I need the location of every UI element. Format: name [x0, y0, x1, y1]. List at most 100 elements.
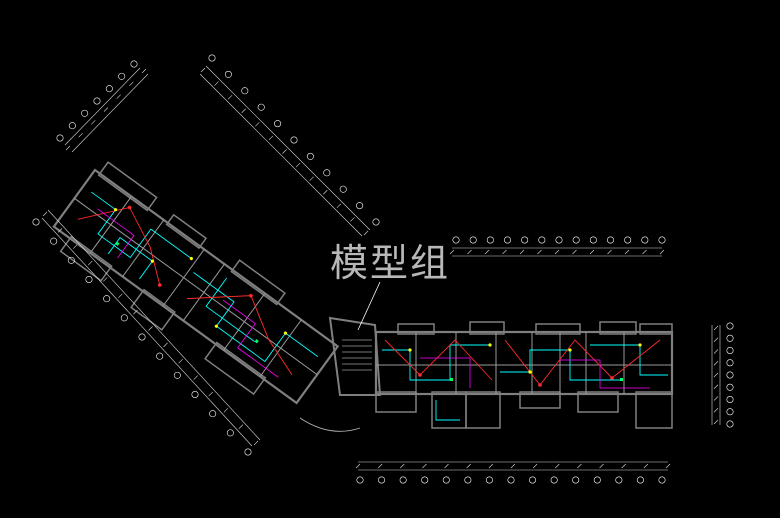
grid-bubble	[555, 236, 563, 244]
dimension-tick	[589, 249, 595, 255]
grid-bubble	[452, 236, 460, 244]
dimension-tick	[713, 419, 719, 425]
dimension-tick	[57, 228, 63, 233]
grid-bubble	[306, 152, 314, 160]
dimension-tick	[621, 463, 626, 469]
stair-core	[299, 281, 382, 432]
grid-bubble	[81, 109, 89, 117]
grid-bubble	[105, 85, 113, 93]
grid-bubble	[244, 448, 252, 456]
grid-bubble	[550, 476, 558, 484]
dimension-tick	[295, 162, 301, 168]
dimension-tick	[129, 81, 134, 87]
grid-bubble	[241, 87, 249, 95]
grid-bubble	[658, 476, 666, 484]
grid-bubble	[226, 429, 234, 437]
dimension-tick	[449, 249, 455, 255]
dimension-tick	[572, 249, 577, 255]
grid-bubble	[726, 346, 734, 354]
grid-bubble	[641, 236, 649, 244]
dimension-ticks	[42, 67, 719, 469]
grid-bubble	[726, 420, 734, 428]
grid-bubble	[372, 218, 380, 226]
dimension-tick	[537, 249, 542, 255]
grid-bubble	[726, 334, 734, 342]
dimension-tick	[268, 135, 274, 141]
dimension-tick	[642, 249, 647, 255]
grid-bubble	[726, 383, 734, 391]
grid-bubble	[191, 390, 199, 398]
grid-bubble	[503, 236, 511, 244]
grid-bubble	[50, 237, 58, 245]
dimension-tick	[350, 217, 355, 222]
grid-bubble	[224, 70, 232, 78]
dimension-tick	[88, 260, 93, 266]
dimension-tick	[91, 120, 96, 125]
dimension-tick	[607, 249, 612, 255]
dimension-tick	[713, 384, 719, 389]
grid-bubble	[209, 410, 217, 418]
grid-bubble	[32, 218, 40, 226]
dimension-tick	[336, 203, 342, 209]
grid-bubble	[323, 169, 331, 177]
grid-bubble	[356, 202, 364, 210]
dimension-tick	[116, 94, 121, 99]
grid-bubble	[421, 476, 429, 484]
grid-bubble	[67, 256, 75, 264]
grid-bubble	[726, 359, 734, 367]
dimension-tick	[519, 249, 525, 255]
grid-bubble	[290, 136, 298, 144]
dimension-tick	[78, 132, 83, 138]
grid-bubble	[378, 476, 386, 484]
watermark: 模型组	[330, 241, 451, 285]
grid-bubble	[156, 352, 164, 360]
dimension-tick	[599, 463, 604, 469]
dimension-tick	[554, 249, 560, 255]
grid-bubble	[507, 476, 515, 484]
grid-bubble	[103, 295, 111, 303]
dimension-tick	[178, 359, 183, 364]
grid-bubble	[521, 236, 529, 244]
dimension-tick	[103, 107, 109, 112]
dimension-tick	[238, 424, 244, 429]
dimension-tick	[65, 145, 71, 151]
grid-bubble	[593, 476, 601, 484]
dimension-tick	[163, 342, 168, 348]
dimension-lines	[41, 65, 721, 471]
dimension-tick	[624, 249, 630, 255]
dimension-tick	[223, 408, 229, 413]
dimension-tick	[377, 463, 383, 469]
dimension-tick	[713, 325, 719, 331]
dimension-tick	[363, 230, 369, 236]
grid-bubble	[485, 476, 493, 484]
dimension-tick	[467, 249, 472, 255]
dimension-tick	[510, 463, 516, 469]
grid-bubble	[572, 236, 580, 244]
horizontal-wing	[374, 321, 674, 429]
dimension-tick	[355, 463, 361, 469]
dimension-tick	[200, 67, 206, 73]
grid-bubble	[356, 476, 364, 484]
grid-bubble	[208, 54, 216, 62]
grid-bubble	[624, 236, 632, 244]
dimension-tick	[713, 349, 719, 354]
dimension-tick	[488, 463, 494, 469]
dimension-tick	[208, 391, 213, 397]
grid-bubble	[658, 236, 666, 244]
dimension-tick	[532, 463, 538, 469]
grid-bubble	[399, 476, 407, 484]
dimension-tick	[665, 463, 671, 469]
axis-grid-bubbles	[32, 54, 734, 484]
grid-bubble	[339, 185, 347, 193]
grid-bubble	[529, 476, 537, 484]
dimension-tick	[713, 408, 719, 413]
grid-bubble	[464, 476, 472, 484]
wing-outer-wall	[52, 168, 340, 405]
dimension-tick	[555, 463, 560, 469]
dimension-tick	[484, 249, 490, 255]
dimension-tick	[148, 326, 153, 331]
grid-bubble	[138, 333, 146, 341]
grid-bubble	[606, 236, 614, 244]
grid-bubble	[173, 371, 181, 379]
